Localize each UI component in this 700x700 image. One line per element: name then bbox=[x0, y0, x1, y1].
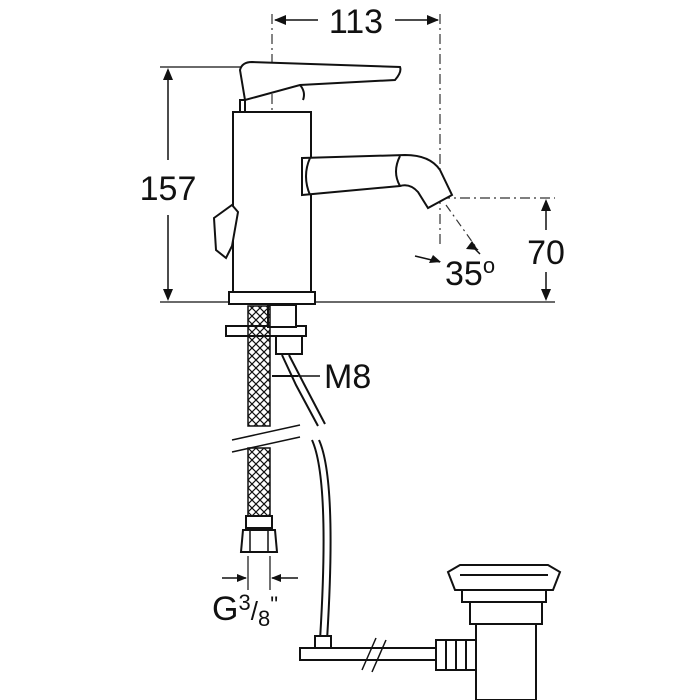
connection-label: G3/8" bbox=[212, 590, 278, 631]
dimension-113: 113 bbox=[271, 3, 441, 245]
m8-callout: M8 bbox=[298, 358, 371, 396]
pop-up-waste bbox=[435, 564, 562, 700]
popup-rod bbox=[272, 354, 441, 673]
height-label: 157 bbox=[140, 170, 197, 208]
faucet-body bbox=[212, 60, 454, 305]
angle-label: 35o bbox=[445, 253, 495, 293]
spout-height-label: 70 bbox=[527, 234, 565, 272]
reach-label: 113 bbox=[329, 3, 383, 41]
dimension-70: 70 bbox=[312, 197, 565, 303]
angle-35: 35o bbox=[414, 204, 495, 293]
g38-callout: G3/8" bbox=[212, 556, 298, 631]
m8-label: M8 bbox=[324, 358, 371, 396]
dimension-157: 157 bbox=[140, 66, 245, 303]
braided-hose bbox=[231, 305, 301, 553]
